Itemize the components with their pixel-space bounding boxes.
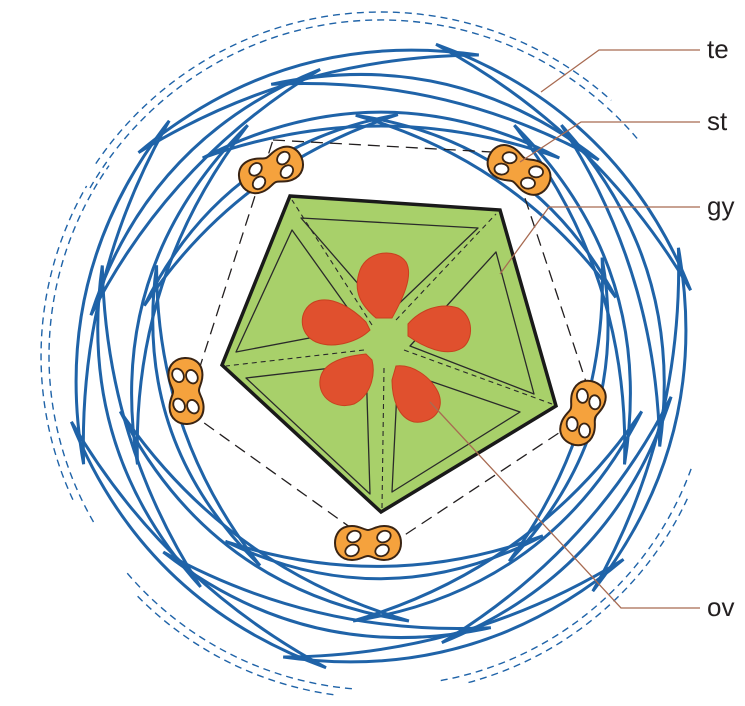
pollen-sac (575, 387, 589, 404)
pollen-sac (251, 175, 267, 191)
tepal (202, 110, 560, 160)
bract-dashed-arc (438, 468, 692, 682)
pollen-sac (279, 164, 294, 179)
tepal (507, 257, 610, 563)
pollen-sac (578, 422, 591, 439)
ovule (407, 305, 471, 353)
stamen (559, 379, 607, 447)
pollen-sac (501, 151, 518, 165)
stamens (167, 144, 607, 562)
septum-line (395, 213, 497, 321)
tepal (282, 558, 625, 664)
label-ov: ov (707, 592, 734, 622)
locule-outline (409, 251, 535, 395)
dashed-outer-outline (40, 11, 692, 696)
bract-dashed-arc (468, 498, 688, 684)
pollen-sac (248, 162, 263, 177)
stamen (486, 144, 552, 196)
pollen-sac (493, 162, 510, 176)
locule-outline (235, 229, 363, 353)
label-te: te (707, 34, 729, 64)
pollen-sac (276, 150, 291, 166)
tepal (89, 68, 321, 316)
locule-outline (245, 363, 371, 495)
pollen-sac (186, 399, 200, 415)
label-gy: gy (707, 191, 734, 221)
bract-dashed-arc (124, 570, 352, 690)
pollen-sac (528, 165, 544, 179)
bract-dashed-arc (48, 165, 110, 523)
tepal (96, 265, 202, 588)
tepal (142, 113, 399, 307)
pollen-sac (588, 394, 602, 411)
tepal (591, 247, 688, 593)
tepal (151, 265, 262, 567)
tepal (270, 72, 600, 162)
tepal (137, 48, 480, 154)
pollen-sac (346, 529, 362, 544)
tepal (118, 410, 410, 623)
ovule (301, 299, 371, 346)
pollen-sac (171, 367, 185, 383)
tepal (130, 124, 249, 465)
tepal (560, 124, 666, 447)
tepal (74, 119, 171, 465)
bract-dashed-arc (95, 11, 612, 164)
bract-dashed-arc (89, 19, 639, 189)
leader-line-ov (429, 401, 700, 609)
gynoecium-outline (219, 194, 559, 515)
anther-body (333, 524, 403, 562)
pollen-sac (376, 529, 392, 544)
leader-line-st (519, 121, 700, 163)
tepal (513, 124, 632, 465)
tepal (441, 396, 673, 644)
stamen (167, 357, 205, 425)
leader-line-te (540, 49, 700, 93)
septum-line (291, 199, 373, 326)
stamen (237, 145, 304, 195)
tepal (224, 534, 544, 581)
locule-outline (300, 217, 479, 317)
label-st: st (707, 106, 728, 136)
pollen-sac (344, 543, 360, 558)
gynoecium (219, 194, 559, 515)
pollen-sac (374, 543, 390, 558)
pollen-sac (520, 176, 536, 190)
stamen (333, 524, 403, 562)
bract-dashed-arc (40, 185, 88, 500)
locule-outline (391, 369, 521, 493)
anther-body (167, 357, 205, 425)
anther-body (559, 379, 607, 447)
ovule (356, 252, 410, 319)
ovule (319, 353, 374, 406)
pollen-sac (172, 397, 186, 413)
pollen-sac (185, 369, 199, 385)
tepal (70, 421, 327, 670)
tepal (435, 42, 692, 291)
ovule (391, 365, 441, 423)
tepal (162, 550, 492, 640)
tepal-whorls (70, 42, 692, 670)
tepal (355, 113, 618, 299)
pollen-sac (565, 416, 579, 432)
anther-body (486, 144, 552, 196)
bract-dashed-arc (134, 593, 334, 696)
leader-line-gy (499, 206, 700, 275)
anther-body (237, 145, 304, 195)
